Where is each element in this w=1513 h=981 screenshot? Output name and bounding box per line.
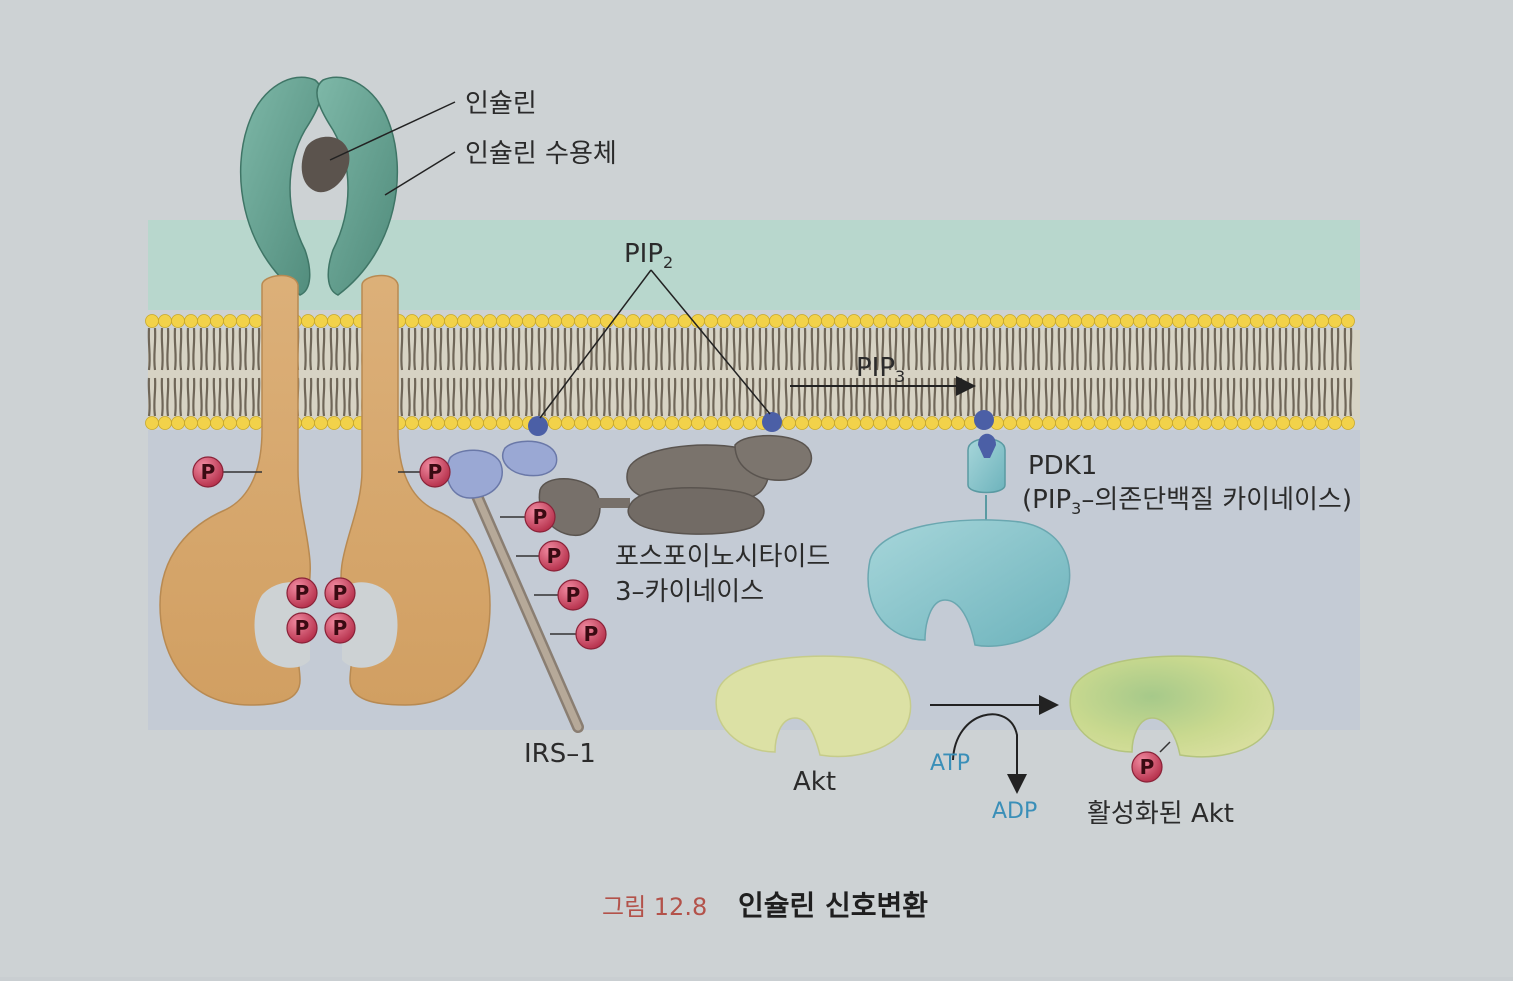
phosphate-activated-akt-stem (1159, 741, 1171, 753)
phosphate-cavity-4-label: P (333, 616, 348, 640)
insulin-molecule (301, 136, 350, 193)
phosphate-receptor-left: P (192, 456, 224, 488)
pip3-lipid (974, 410, 994, 430)
label-pdk1: PDK1 (1028, 451, 1097, 481)
label-pi3k-line1: 포스포이노시타이드 (615, 542, 830, 572)
label-pip2-main: PIP (624, 239, 663, 269)
phosphate-irs1-4-label: P (584, 622, 599, 646)
pip2-lipid-right (762, 412, 782, 432)
phosphate-cavity-2: P (324, 577, 356, 609)
label-pdk1-desc-open: (PIP (1022, 485, 1071, 515)
phosphate-irs1-1: P (524, 501, 556, 533)
pip2-pointer-left (539, 269, 652, 419)
insulin-leader-line (329, 101, 456, 161)
phosphate-receptor-left-label: P (201, 460, 216, 484)
pdk1-enzyme (867, 433, 1071, 647)
label-pip3-sub: 3 (895, 367, 905, 386)
lipid-bilayer (145, 314, 1360, 430)
label-activated-akt: 활성화된 Akt (1087, 799, 1234, 829)
label-akt: Akt (793, 767, 836, 797)
label-irs1: IRS–1 (524, 739, 596, 769)
phosphate-irs1-3-label: P (566, 583, 581, 607)
phosphate-irs1-2-label: P (547, 544, 562, 568)
label-pdk1-desc-sub: 3 (1071, 499, 1081, 518)
phosphate-cavity-1: P (286, 577, 318, 609)
irs1-docking-head (446, 449, 503, 499)
phosphate-activated-akt-label: P (1140, 755, 1155, 779)
phosphate-cavity-2-label: P (333, 581, 348, 605)
label-pip2: PIP2 (624, 239, 673, 272)
phosphate-cavity-4: P (324, 612, 356, 644)
phosphate-irs1-2: P (538, 540, 570, 572)
atp-adp-curved-arrow (952, 713, 1027, 794)
akt-enzyme (715, 655, 912, 758)
phosphate-irs1-4: P (575, 618, 607, 650)
label-insulin: 인슐린 (465, 89, 537, 119)
label-pip3-main: PIP (856, 353, 895, 383)
pi3k-regulatory-head (502, 440, 558, 477)
activated-akt-enzyme (1069, 655, 1275, 758)
phosphate-cavity-1-label: P (295, 581, 310, 605)
figure-number: 그림 12.8 (602, 893, 707, 921)
phosphate-irs1-1-label: P (533, 505, 548, 529)
phosphate-cavity-3: P (286, 612, 318, 644)
phosphate-irs1-3: P (557, 579, 589, 611)
label-pdk1-desc-rest: –의존단백질 카이네이스) (1081, 485, 1352, 515)
label-adp: ADP (992, 799, 1037, 824)
pip2-lipid-left (528, 416, 548, 436)
pip2-pointer-right (650, 269, 771, 415)
label-pdk1-description: (PIP3–의존단백질 카이네이스) (1022, 485, 1352, 518)
phosphate-cavity-3-label: P (295, 616, 310, 640)
label-pip3: PIP3 (856, 353, 905, 386)
phosphate-receptor-right-label: P (428, 460, 443, 484)
label-atp: ATP (930, 751, 970, 776)
receptor-leader-line (384, 151, 456, 196)
label-insulin-receptor: 인슐린 수용체 (465, 139, 617, 169)
insulin-receptor-alpha-subunits (239, 76, 399, 296)
figure-title: 인슐린 신호변환 (738, 889, 928, 922)
label-pi3k-line2: 3–카이네이스 (615, 577, 764, 607)
phosphate-receptor-right: P (419, 456, 451, 488)
phosphate-activated-akt: P (1131, 751, 1163, 783)
label-pip2-sub: 2 (663, 253, 673, 272)
lipid-tails-top (147, 327, 1353, 371)
